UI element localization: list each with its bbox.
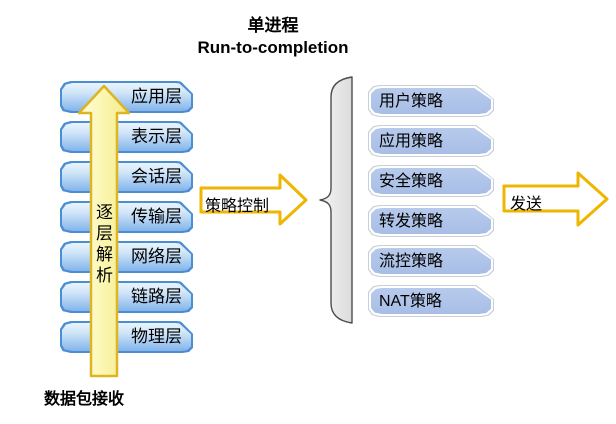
layer-box-presentation: 表示层 (60, 121, 193, 153)
up-arrow-label: 逐层解析 (96, 203, 113, 285)
policy-label: 流控策略 (379, 253, 444, 270)
packet-receive-label: 数据包接收 (44, 391, 125, 408)
layer-box-physical: 物理层 (60, 321, 193, 353)
layer-box-session: 会话层 (60, 161, 193, 193)
layer-box-network: 网络层 (60, 241, 193, 273)
policy-label: 转发策略 (379, 213, 444, 230)
policy-label: 安全策略 (379, 173, 444, 190)
policy-label: NAT策略 (379, 293, 442, 310)
layer-box-application: 应用层 (60, 81, 193, 113)
send-arrow-label: 发送 (510, 196, 543, 213)
title-line-en: Run-to-completion (197, 38, 349, 57)
layer-label: 网络层 (131, 247, 182, 266)
diagram-title: 单进程 Run-to-completion (148, 15, 398, 59)
policy-box-flowcontrol: 流控策略 (368, 245, 494, 277)
policy-control-arrow-label: 策略控制 (205, 198, 270, 215)
policy-label: 应用策略 (379, 133, 444, 150)
policy-box-nat: NAT策略 (368, 285, 494, 317)
layer-label: 应用层 (131, 87, 182, 106)
title-line-cn: 单进程 (247, 16, 299, 35)
policy-box-forwarding: 转发策略 (368, 205, 494, 237)
policy-label: 用户策略 (379, 93, 444, 110)
layer-box-transport: 传输层 (60, 201, 193, 233)
policy-box-app: 应用策略 (368, 125, 494, 157)
layer-label: 传输层 (131, 207, 182, 226)
layer-label: 表示层 (131, 127, 182, 146)
policies-brace (319, 76, 353, 324)
layer-label: 会话层 (131, 167, 182, 186)
layer-label: 链路层 (131, 287, 182, 306)
layer-label: 物理层 (131, 327, 182, 346)
layer-box-link: 链路层 (60, 281, 193, 313)
policy-box-user: 用户策略 (368, 85, 494, 117)
policy-box-security: 安全策略 (368, 165, 494, 197)
